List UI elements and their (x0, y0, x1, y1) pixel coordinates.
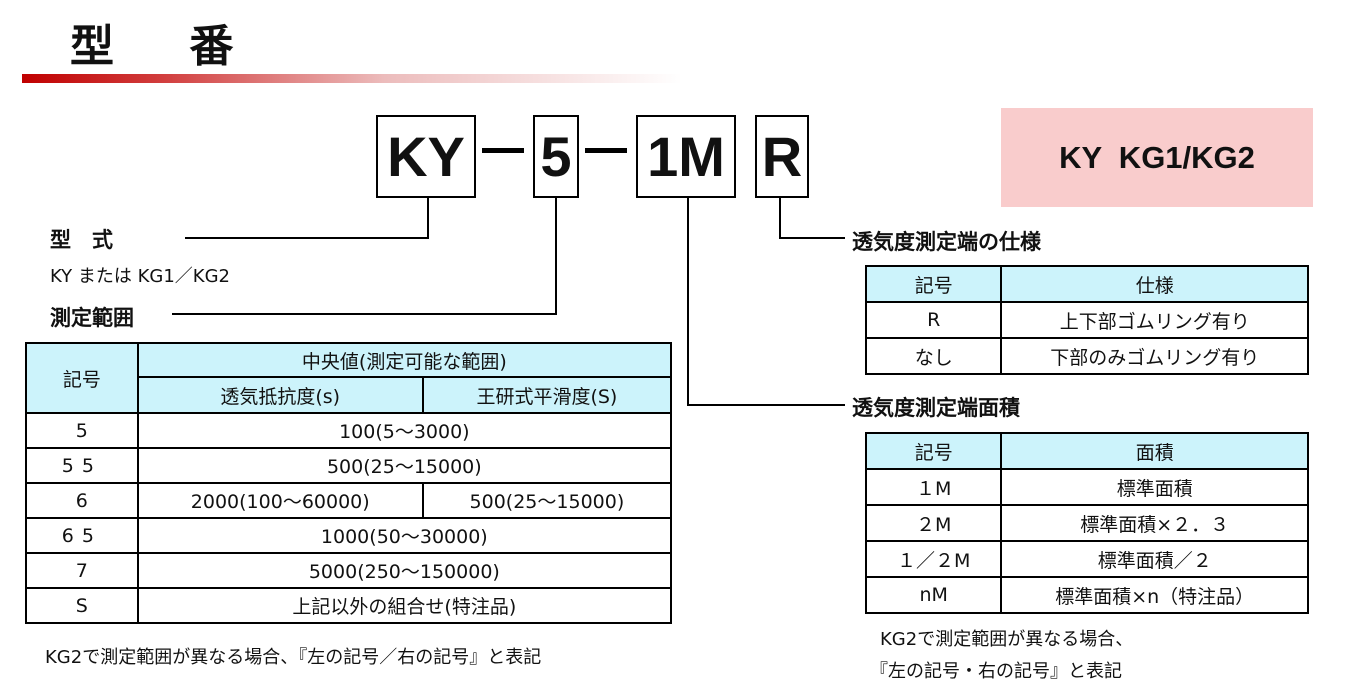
area-note-line2: 『左の記号・右の記号』と表記 (870, 661, 1122, 682)
range-row-value: 1000(50～30000) (136, 517, 673, 554)
terminal-area-label: 透気度測定端面積 (852, 396, 1020, 420)
range-note: KG2で測定範囲が異なる場合、『左の記号／右の記号』と表記 (45, 647, 542, 668)
range-row-code: 5 (25, 412, 139, 449)
area-note-line1: KG2で測定範囲が異なる場合、 (880, 629, 1134, 650)
range-row-code: S (25, 587, 139, 624)
connector-area-horizontal (687, 404, 845, 406)
terminal-area-table: 記号 面積 １M 標準面積 ２M 標準面積×２．３ １／２M 標準面積／２ nM… (864, 432, 1309, 614)
terminal-spec-label: 透気度測定端の仕様 (852, 230, 1041, 254)
code-dash-2 (585, 148, 627, 153)
code-box-type: KY (376, 115, 476, 198)
area-header-code: 記号 (864, 432, 1003, 470)
spec-row-code: なし (864, 337, 1003, 375)
area-row-code: ２M (864, 504, 1003, 542)
range-row-value: 500(25～15000) (136, 447, 673, 484)
range-label: 測定範囲 (50, 306, 134, 330)
range-row-value: 100(5～3000) (136, 412, 673, 449)
spec-header-spec: 仕様 (1000, 265, 1309, 303)
connector-spec-vertical (779, 196, 781, 238)
code-box-range: 5 (533, 115, 579, 198)
area-row-code: １／２M (864, 540, 1003, 578)
code-dash-1 (482, 148, 524, 153)
area-row-area: 標準面積 (1000, 468, 1309, 506)
range-header-center: 中央値(測定可能な範囲) (136, 342, 673, 378)
area-row-code: １M (864, 468, 1003, 506)
area-row-code: nM (864, 576, 1003, 614)
connector-range-vertical (555, 196, 557, 314)
title-underline (22, 74, 682, 83)
connector-area-vertical (687, 196, 689, 406)
page-title: 型 番 (70, 21, 264, 72)
range-table: 記号 中央値(測定可能な範囲) 透気抵抗度(s) 王研式平滑度(S) 5 100… (25, 342, 673, 624)
range-header-code: 記号 (25, 342, 139, 414)
spec-row-spec: 上下部ゴムリング有り (1000, 301, 1309, 339)
range-row-code: 7 (25, 552, 139, 589)
area-row-area: 標準面積×２．３ (1000, 504, 1309, 542)
terminal-spec-table: 記号 仕様 R 上下部ゴムリング有り なし 下部のみゴムリング有り (864, 265, 1309, 375)
connector-spec-horizontal (779, 237, 845, 239)
range-header-col2: 王研式平滑度(S) (421, 376, 673, 414)
type-description: KY または KG1／KG2 (50, 266, 231, 287)
range-row-value: 5000(250～150000) (136, 552, 673, 589)
code-box-spec: R (755, 115, 809, 198)
range-row-code: 6 (25, 482, 139, 519)
connector-type-vertical (427, 196, 429, 238)
range-row-code: 55 (25, 447, 139, 484)
range-row-col1: 2000(100～60000) (136, 482, 424, 519)
spec-header-code: 記号 (864, 265, 1003, 303)
range-header-col1: 透気抵抗度(s) (136, 376, 424, 414)
spec-row-spec: 下部のみゴムリング有り (1000, 337, 1309, 375)
range-row-code: 65 (25, 517, 139, 554)
code-box-area: 1M (636, 115, 736, 198)
spec-row-code: R (864, 301, 1003, 339)
models-box: KY KG1/KG2 (1001, 108, 1313, 207)
range-row-value: 上記以外の組合せ(特注品) (136, 587, 673, 624)
type-label: 型 式 (50, 228, 113, 252)
connector-type-horizontal (185, 237, 429, 239)
range-row-col2: 500(25～15000) (421, 482, 673, 519)
area-row-area: 標準面積×n（特注品） (1000, 576, 1309, 614)
connector-range-horizontal (172, 313, 557, 315)
area-header-area: 面積 (1000, 432, 1309, 470)
area-row-area: 標準面積／２ (1000, 540, 1309, 578)
